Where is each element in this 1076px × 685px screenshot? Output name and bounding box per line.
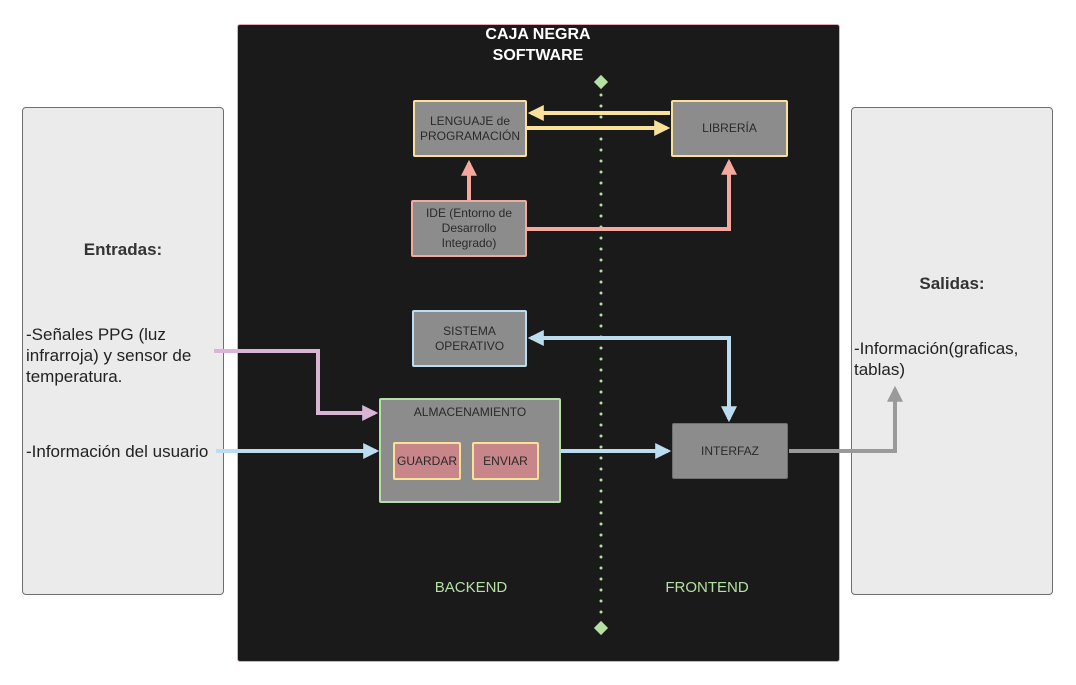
node-almacenamiento: ALMACENAMIENTO GUARDAR ENVIAR bbox=[379, 398, 561, 503]
node-guardar: GUARDAR bbox=[393, 442, 461, 480]
input-usuario-text: -Información del usuario bbox=[26, 442, 209, 461]
inputs-title: Entradas: bbox=[83, 240, 163, 259]
frontend-label: FRONTEND bbox=[665, 579, 749, 596]
node-interfaz: INTERFAZ bbox=[672, 423, 788, 479]
arrow-ide-to-libreria bbox=[527, 158, 737, 231]
divider-top-diamond bbox=[593, 74, 609, 90]
input-ppg-text: -Señales PPG (luz infrarroja) y sensor d… bbox=[26, 325, 192, 386]
output-informacion-text: -Información(graficas, tablas) bbox=[854, 339, 1019, 379]
node-ide: IDE (Entorno de Desarrollo Integrado) bbox=[411, 200, 527, 257]
outputs-panel bbox=[851, 107, 1053, 595]
outputs-title: Salidas: bbox=[919, 274, 985, 293]
arrow-ppg-to-almacenamiento bbox=[214, 349, 379, 421]
almacenamiento-label: ALMACENAMIENTO bbox=[413, 405, 527, 419]
node-enviar: ENVIAR bbox=[472, 442, 539, 480]
arrow-interfaz-to-output bbox=[789, 385, 903, 453]
backend-label: BACKEND bbox=[434, 579, 508, 596]
node-sistema-operativo: SISTEMA OPERATIVO bbox=[412, 310, 527, 367]
black-box-title-line2: SOFTWARE bbox=[492, 47, 584, 64]
node-lenguaje: LENGUAJE de PROGRAMACIÓN bbox=[413, 100, 527, 157]
node-libreria: LIBRERÍA bbox=[671, 100, 788, 157]
black-box-title: CAJA NEGRA SOFTWARE bbox=[440, 24, 636, 66]
inputs-panel bbox=[22, 107, 224, 595]
arrow-sistema-interfaz bbox=[527, 330, 737, 423]
black-box-title-line1: CAJA NEGRA bbox=[485, 26, 591, 43]
divider-bottom-diamond bbox=[593, 620, 609, 636]
